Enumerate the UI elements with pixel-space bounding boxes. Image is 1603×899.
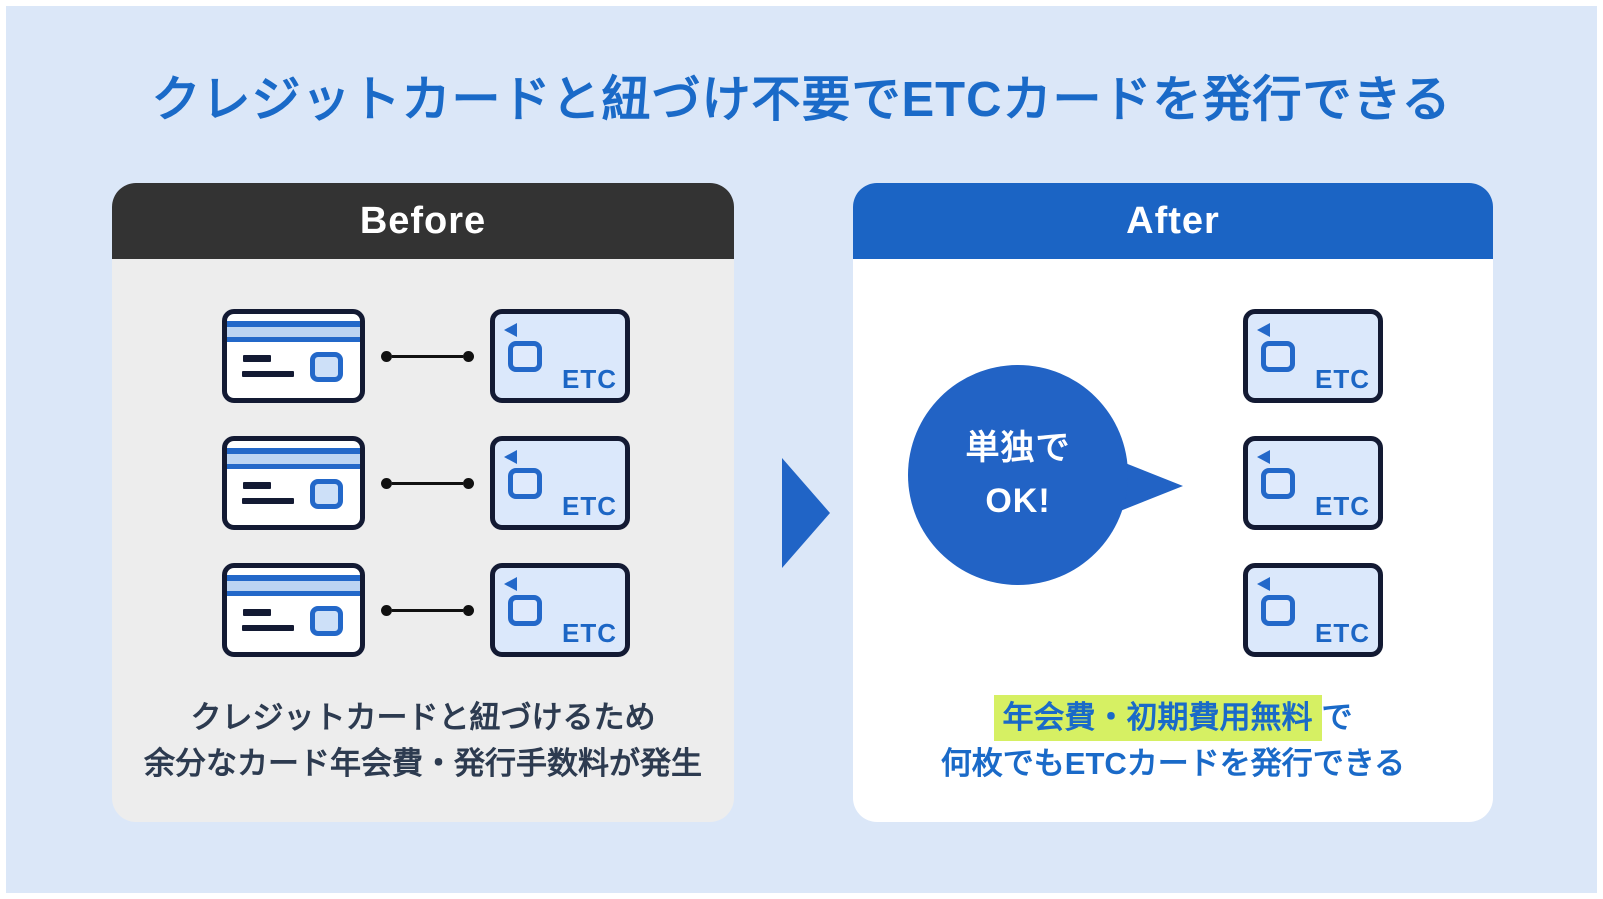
before-caption-line2: 余分なカード年会費・発行手数料が発生 (144, 746, 702, 781)
etc-card-chip (1261, 341, 1295, 372)
before-panel-label: Before (359, 199, 487, 242)
left-triangle-icon (504, 450, 517, 464)
credit-card-icon (222, 563, 365, 657)
card-link-row: ETC (222, 309, 734, 403)
etc-card-label: ETC (1315, 364, 1370, 394)
card-stripe-band (227, 321, 360, 342)
card-stripe-band (227, 575, 360, 596)
after-panel-label: After (1126, 199, 1220, 242)
etc-card-chip (1261, 595, 1295, 626)
card-text-line (242, 625, 294, 631)
etc-card-icon: ETC (490, 563, 630, 657)
etc-card-label: ETC (562, 618, 617, 648)
card-chip (310, 479, 343, 509)
etc-card-label: ETC (1315, 618, 1370, 648)
after-panel-header: After (853, 183, 1493, 259)
after-caption-line2: 何枚でもETCカードを発行できる (940, 746, 1406, 781)
etc-card-icon: ETC (490, 309, 630, 403)
link-connector-icon (365, 350, 490, 362)
after-caption-suffix: で (1321, 700, 1353, 735)
etc-card-chip (508, 341, 542, 372)
page-background: クレジットカードと紐づけ不要でETCカードを発行できる Before (6, 6, 1597, 893)
before-panel: Before (112, 183, 734, 822)
speech-bubble: 単独で OK! (908, 365, 1128, 585)
speech-bubble-line2: OK! (985, 482, 1051, 520)
before-caption-line1: クレジットカードと紐づけるため (190, 700, 656, 735)
after-panel-body: 単独で OK! ETC ETC ETC (853, 259, 1493, 822)
left-triangle-icon (1257, 323, 1270, 337)
left-triangle-icon (504, 323, 517, 337)
before-panel-header: Before (112, 183, 734, 259)
etc-card-column: ETC ETC ETC (1243, 309, 1383, 657)
card-chip (310, 606, 343, 636)
left-triangle-icon (504, 577, 517, 591)
credit-card-icon (222, 436, 365, 530)
etc-card-chip (508, 468, 542, 499)
highlighted-text: 年会費・初期費用無料 (993, 695, 1322, 741)
page-title: クレジットカードと紐づけ不要でETCカードを発行できる (151, 73, 1452, 127)
link-connector-icon (365, 477, 490, 489)
etc-card-chip (1261, 468, 1295, 499)
etc-card-label: ETC (562, 491, 617, 521)
etc-card-icon: ETC (1243, 563, 1383, 657)
left-triangle-icon (1257, 450, 1270, 464)
etc-card-label: ETC (1315, 491, 1370, 521)
card-text-line (242, 371, 294, 377)
card-chip (310, 352, 343, 382)
card-text-line (242, 498, 294, 504)
card-link-rows: ETC (112, 309, 734, 657)
speech-bubble-line1: 単独で (965, 429, 1071, 467)
card-link-row: ETC (222, 436, 734, 530)
link-connector-icon (365, 604, 490, 616)
before-panel-body: ETC (112, 259, 734, 822)
etc-card-label: ETC (562, 364, 617, 394)
credit-card-icon (222, 309, 365, 403)
after-caption: 年会費・初期費用無料で 何枚でもETCカードを発行できる (853, 695, 1493, 787)
etc-card-icon: ETC (1243, 436, 1383, 530)
card-stripe-band (227, 448, 360, 469)
etc-card-icon: ETC (490, 436, 630, 530)
right-arrow-icon (782, 458, 830, 568)
card-link-row: ETC (222, 563, 734, 657)
before-caption: クレジットカードと紐づけるため 余分なカード年会費・発行手数料が発生 (112, 695, 734, 787)
after-panel: After 単独で OK! ETC ETC (853, 183, 1493, 822)
left-triangle-icon (1257, 577, 1270, 591)
etc-card-chip (508, 595, 542, 626)
etc-card-icon: ETC (1243, 309, 1383, 403)
card-text-line (243, 609, 271, 616)
card-text-line (243, 355, 271, 362)
card-text-line (243, 482, 271, 489)
